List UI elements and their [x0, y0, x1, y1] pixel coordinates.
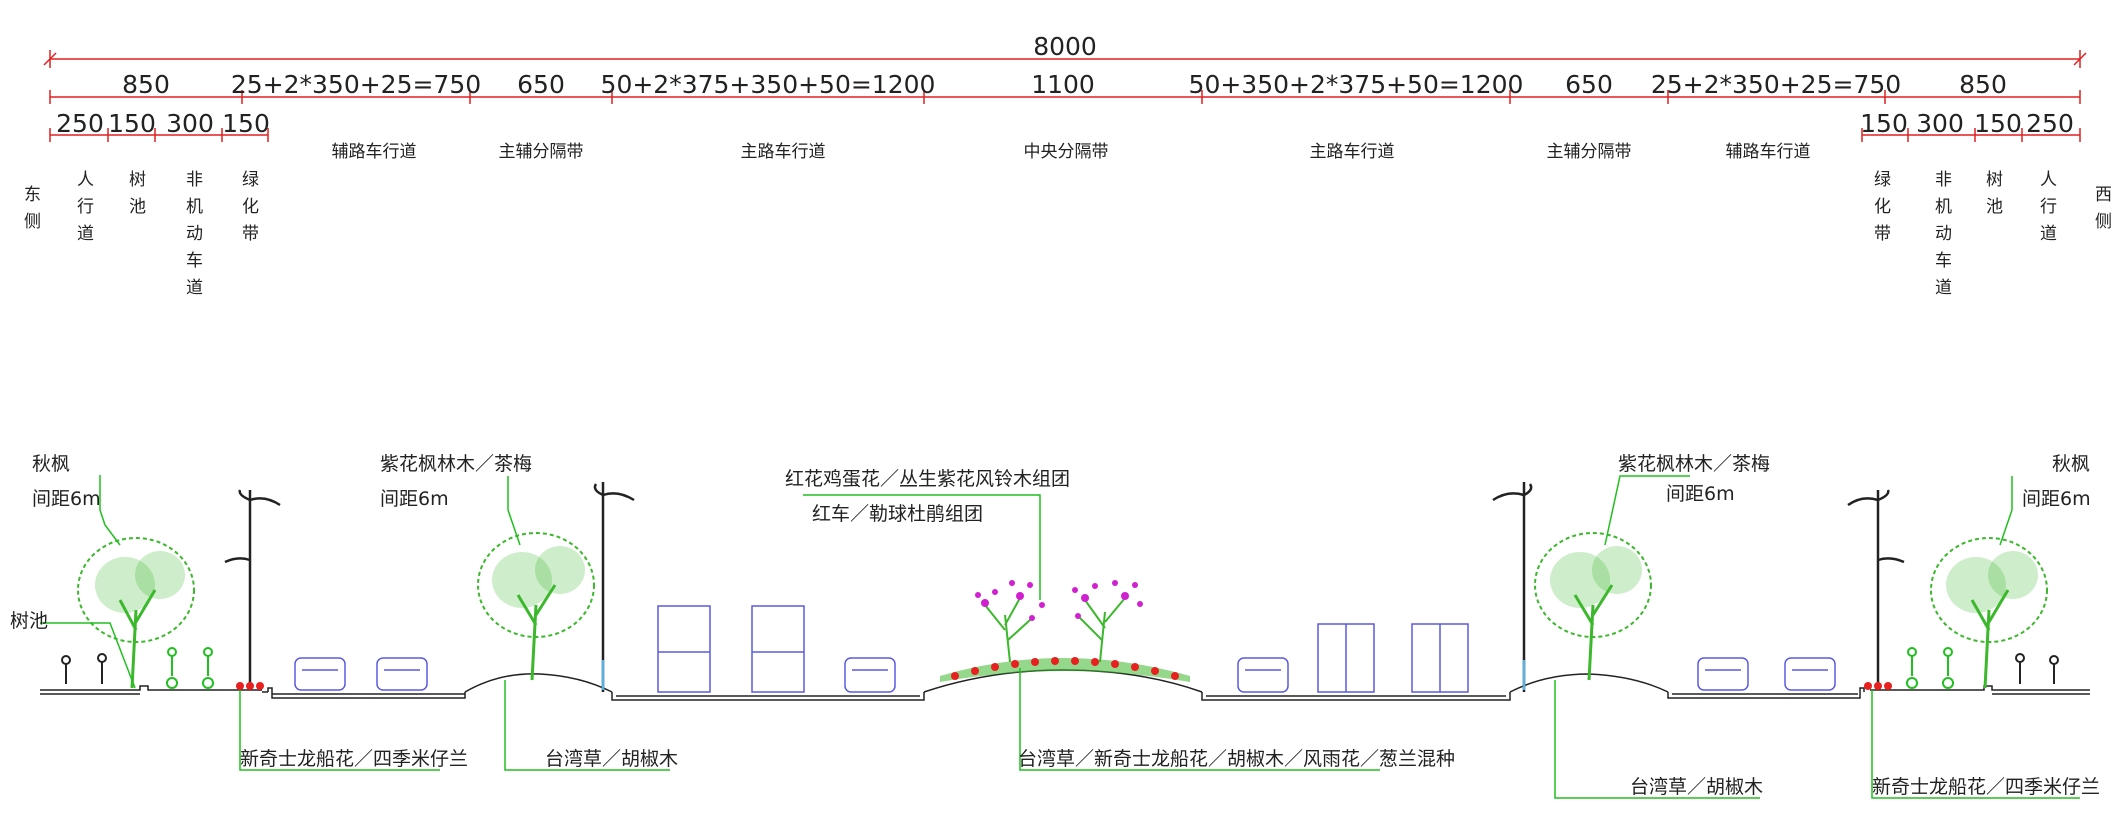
- dim-row2-seg2: 25+2*350+25=750: [231, 70, 481, 99]
- pedestrians-and-cyclists: [61, 647, 2059, 690]
- dim-row2-seg8: 25+2*350+25=750: [1651, 70, 1901, 99]
- streetlight-right-inner: [1492, 482, 1533, 692]
- dim-row3-left-4: 150: [222, 109, 270, 138]
- plant-center-line2: 红车／勒球杜鹃组团: [812, 503, 983, 525]
- vehicles: [294, 605, 1836, 693]
- plant-center-ground: 台湾草／新奇士龙船花／胡椒木／风雨花／葱兰混种: [1018, 748, 1455, 770]
- label-left-main-lane: 主路车行道: [741, 142, 826, 162]
- total-width-label: 8000: [1033, 32, 1097, 61]
- dim-row3-left-2: 150: [108, 109, 156, 138]
- vlabel-right-bike-lane: 非机动车道: [1931, 170, 1952, 305]
- dimension-row-2: [49, 90, 2081, 104]
- vlabel-left-tree-pit: 树池: [125, 170, 146, 224]
- streetlight-left-inner: [593, 482, 635, 692]
- vlabel-left-greenbelt: 绿化带: [238, 170, 259, 251]
- vlabel-left-bike-lane: 非机动车道: [182, 170, 203, 305]
- label-right-aux-lane: 辅路车行道: [1726, 142, 1811, 162]
- dim-row3-right-4: 250: [2026, 109, 2074, 138]
- plant-right-tree-name: 秋枫: [2052, 453, 2090, 475]
- vlabel-right-tree-pit: 树池: [1982, 170, 2003, 224]
- plant-right-separator-ground: 台湾草／胡椒木: [1630, 776, 1763, 798]
- dimension-row-total: [43, 50, 2087, 68]
- vlabel-right-sidewalk: 人行道: [2036, 170, 2057, 251]
- dim-row2-seg6: 50+350+2*375+50=1200: [1189, 70, 1524, 99]
- tree-right-separator: [1534, 532, 1652, 681]
- plant-right-separator-tree: 紫花枫林木／茶梅: [1618, 453, 1770, 475]
- label-right-separator: 主辅分隔带: [1547, 142, 1632, 162]
- dim-row2-seg4: 50+2*375+350+50=1200: [601, 70, 936, 99]
- label-central-median: 中央分隔带: [1024, 142, 1109, 162]
- dimension-row-3: [49, 128, 2081, 142]
- dim-row2-seg7: 650: [1565, 70, 1613, 99]
- label-left-aux-lane: 辅路车行道: [332, 142, 417, 162]
- plant-left-separator-spacing: 间距6m: [380, 488, 449, 510]
- plant-right-separator-spacing: 间距6m: [1666, 483, 1735, 505]
- label-right-main-lane: 主路车行道: [1310, 142, 1395, 162]
- dim-row2-seg1: 850: [122, 70, 170, 99]
- streetlight-right-outer: [1847, 489, 1905, 690]
- dim-row2-seg5: 1100: [1031, 70, 1095, 99]
- plant-right-greenbelt-ground: 新奇士龙船花／四季米仔兰: [1872, 776, 2100, 798]
- plant-left-separator-ground: 台湾草／胡椒木: [545, 748, 678, 770]
- tree-right-sidewalk: [1930, 537, 2048, 689]
- median-flowerbed: [940, 580, 1190, 682]
- side-label-west: 西侧: [2091, 185, 2112, 239]
- tree-left-sidewalk: [77, 537, 195, 689]
- vlabel-right-greenbelt: 绿化带: [1870, 170, 1891, 251]
- ground-profile: [40, 669, 2090, 701]
- side-label-east: 东侧: [20, 185, 41, 239]
- dim-row3-right-3: 150: [1974, 109, 2022, 138]
- dim-row3-left-1: 250: [56, 109, 104, 138]
- tree-left-separator: [477, 532, 595, 681]
- plant-left-tree-spacing: 间距6m: [32, 488, 101, 510]
- label-left-separator: 主辅分隔带: [499, 142, 584, 162]
- dim-row3-right-2: 300: [1916, 109, 1964, 138]
- plant-left-greenbelt-ground: 新奇士龙船花／四季米仔兰: [240, 748, 468, 770]
- streetlight-left-outer: [224, 489, 281, 690]
- plant-left-tree-pit: 树池: [10, 610, 48, 632]
- dim-row2-seg3: 650: [517, 70, 565, 99]
- plant-center-line1: 红花鸡蛋花／丛生紫花风铃木组团: [785, 468, 1070, 490]
- plant-left-separator-tree: 紫花枫林木／茶梅: [380, 453, 532, 475]
- dim-row3-right-1: 150: [1860, 109, 1908, 138]
- dim-row3-left-3: 300: [166, 109, 214, 138]
- plant-left-tree-name: 秋枫: [32, 453, 70, 475]
- dim-row2-seg9: 850: [1959, 70, 2007, 99]
- vlabel-left-sidewalk: 人行道: [73, 170, 94, 251]
- leader-lines: [40, 475, 2080, 799]
- plant-right-tree-spacing: 间距6m: [2022, 488, 2091, 510]
